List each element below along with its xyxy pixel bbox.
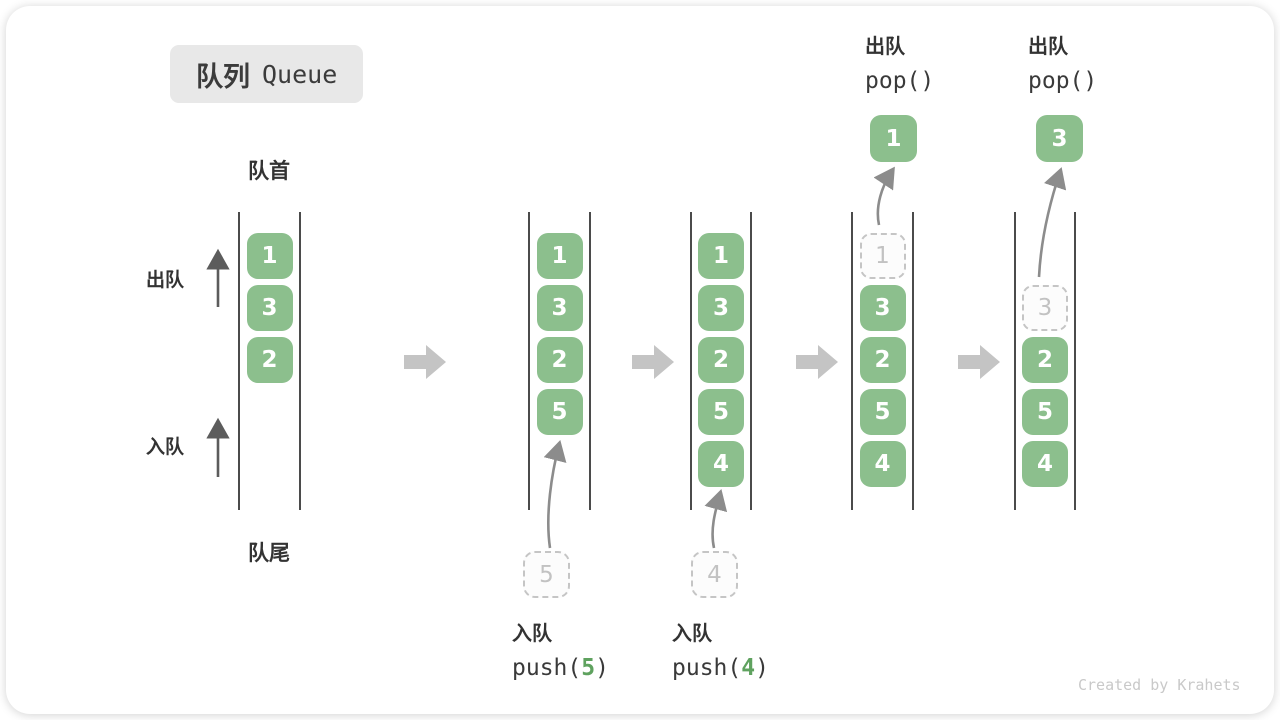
code-pre: push( xyxy=(672,655,742,681)
arrows-layer xyxy=(206,166,1067,549)
queue-state-4: 1 3 2 5 4 xyxy=(851,212,914,510)
code-arg: 4 xyxy=(741,655,756,681)
queue-element: 4 xyxy=(1022,441,1068,487)
code-post: ) xyxy=(755,655,769,681)
title-zh: 队列 xyxy=(196,61,250,92)
op-push-4: 入队 push(4) xyxy=(672,617,769,681)
queue-element: 5 xyxy=(1022,389,1068,435)
queue-element: 1 xyxy=(246,233,293,279)
op-pop-1: 出队 pop() xyxy=(865,30,934,94)
op-code: pop() xyxy=(865,68,935,94)
op-label: 入队 xyxy=(672,623,712,645)
queue-element: 5 xyxy=(698,389,744,435)
label-enqueue-direction: 入队 xyxy=(146,437,185,458)
queue-element: 2 xyxy=(859,337,906,383)
popped-element-1: 1 xyxy=(870,115,917,162)
queue-element-removed: 1 xyxy=(859,233,906,279)
code-post: ) xyxy=(595,655,609,681)
queue-element: 4 xyxy=(698,441,744,487)
code-pre: push( xyxy=(512,655,582,681)
queue-element: 5 xyxy=(859,389,906,435)
op-pop-2: 出队 pop() xyxy=(1028,30,1097,94)
queue-element: 2 xyxy=(536,337,583,383)
op-label: 入队 xyxy=(512,623,552,645)
op-code: push(4) xyxy=(672,655,769,681)
incoming-element-4: 4 xyxy=(691,551,738,598)
title-badge: 队列 Queue xyxy=(170,45,364,103)
queue-element-removed: 3 xyxy=(1022,285,1068,331)
popped-element-3: 3 xyxy=(1036,115,1083,162)
step-arrow-icon xyxy=(632,345,674,379)
queue-element: 2 xyxy=(698,337,744,383)
step-arrow-icon xyxy=(796,345,838,379)
queue-state-1: 1 3 2 xyxy=(238,212,301,510)
queue-element: 3 xyxy=(246,285,293,331)
queue-state-3: 1 3 2 5 4 xyxy=(690,212,752,510)
code-arg: 5 xyxy=(581,655,596,681)
step-arrow-icon xyxy=(404,345,446,379)
queue-state-2: 1 3 2 5 xyxy=(528,212,591,510)
step-arrow-icon xyxy=(958,345,1000,379)
queue-element: 2 xyxy=(246,337,293,383)
op-label: 出队 xyxy=(1028,36,1068,58)
queue-element: 4 xyxy=(859,441,906,487)
title-en: Queue xyxy=(262,59,338,89)
queue-state-5: 3 2 5 4 xyxy=(1014,212,1076,510)
watermark: Created by Krahets xyxy=(1078,676,1241,694)
queue-element: 3 xyxy=(698,285,744,331)
label-queue-front: 队首 xyxy=(248,160,290,183)
queue-element: 1 xyxy=(698,233,744,279)
op-push-5: 入队 push(5) xyxy=(512,617,609,681)
label-dequeue-direction: 出队 xyxy=(146,270,185,291)
label-queue-rear: 队尾 xyxy=(248,542,290,565)
op-code: push(5) xyxy=(512,655,609,681)
diagram-canvas: 队列 Queue 队首 队尾 出队 入队 1 3 xyxy=(6,6,1274,714)
queue-element: 2 xyxy=(1022,337,1068,383)
queue-element: 1 xyxy=(536,233,583,279)
queue-element: 3 xyxy=(536,285,583,331)
incoming-element-5: 5 xyxy=(523,551,570,598)
op-label: 出队 xyxy=(865,36,905,58)
queue-element: 5 xyxy=(536,389,583,435)
queue-element: 3 xyxy=(859,285,906,331)
op-code: pop() xyxy=(1028,68,1098,94)
